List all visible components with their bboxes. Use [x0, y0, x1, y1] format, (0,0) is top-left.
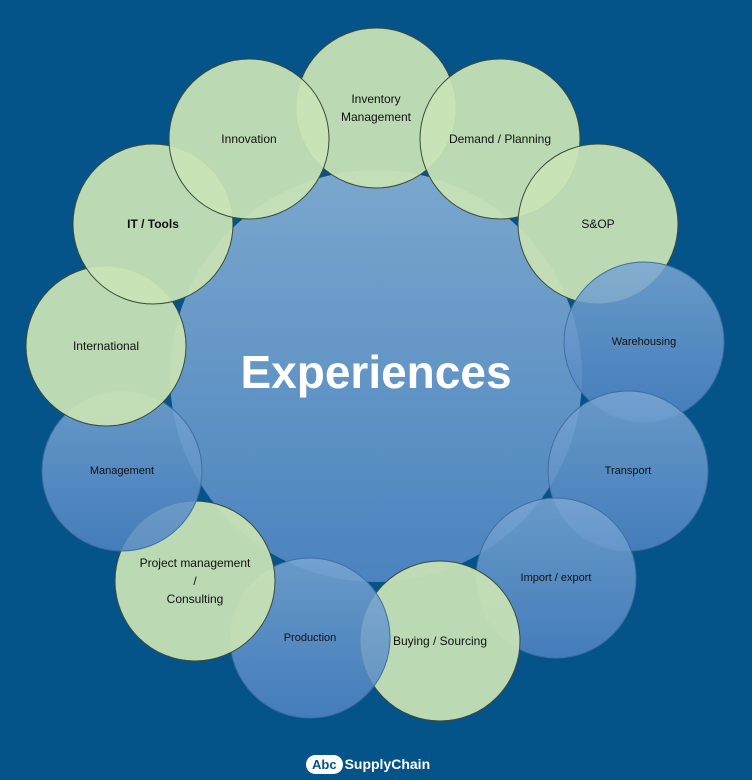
center-hub-circle [170, 170, 582, 582]
logo-badge: Abc [306, 754, 343, 774]
abc-supplychain-logo: Abc SupplyChain [306, 753, 430, 775]
node-circle-13 [168, 58, 330, 220]
node-circles [25, 27, 725, 722]
center-title: Experiences [240, 346, 512, 398]
logo-text: SupplyChain [344, 756, 431, 772]
